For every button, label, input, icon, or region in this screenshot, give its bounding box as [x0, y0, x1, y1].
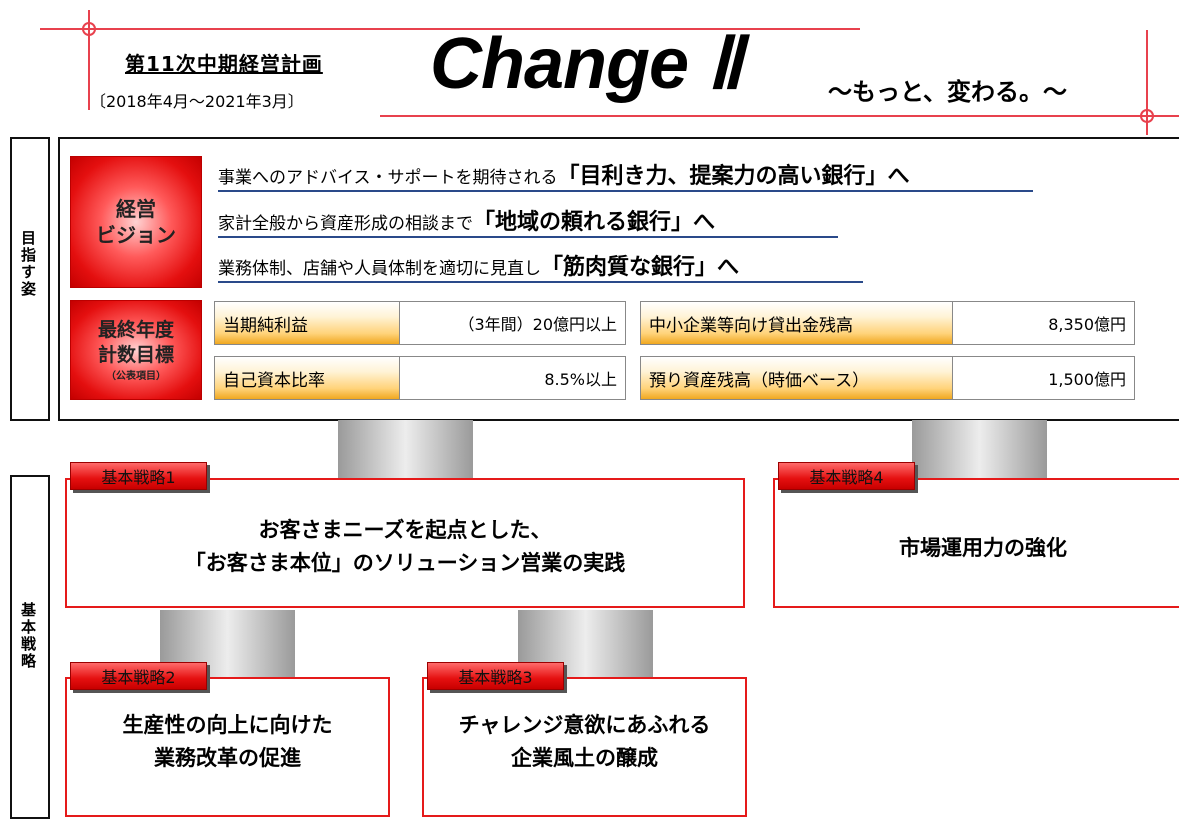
side-label-goal: 目指す姿: [19, 230, 37, 298]
side-label-strategy: 基本戦略: [19, 602, 37, 670]
strategy-1-line1: お客さまニーズを起点とした、: [258, 518, 552, 543]
kpi-value: （3年間）20億円以上: [458, 315, 617, 334]
strategy-4-line1: 市場運用力の強化: [899, 536, 1067, 560]
registration-mark-icon: [1140, 109, 1154, 123]
side-label-box-goal: [10, 137, 50, 421]
strategy-1-box: お客さまニーズを起点とした、 「お客さま本位」のソリューション営業の実践: [65, 478, 745, 608]
header-bottom-line: [380, 115, 1179, 117]
vision-item-emphasis: 「筋肉質な銀行」へ: [541, 255, 740, 280]
target-figures-badge: 最終年度 計数目標 （公表項目）: [70, 300, 202, 400]
vision-badge-line2: ビジョン: [96, 223, 176, 247]
plan-period: 〔2018年4月〜2021年3月〕: [90, 92, 304, 111]
registration-mark-icon: [82, 22, 96, 36]
vision-item: 業務体制、店舗や人員体制を適切に見直し「筋肉質な銀行」へ: [218, 249, 739, 281]
header-top-line: [40, 28, 860, 30]
tagline: 〜もっと、変わる。〜: [828, 78, 1068, 106]
vision-item-prefix: 事業へのアドバイス・サポートを期待される: [218, 168, 558, 188]
vision-badge-line1: 経営: [116, 197, 156, 221]
header-left-vertical-line: [88, 10, 90, 110]
header-right-vertical-line: [1146, 30, 1148, 135]
strategy-2-line2: 業務改革の促進: [154, 745, 301, 770]
kpi-label: 中小企業等向け貸出金残高: [641, 302, 953, 344]
strategy-2-line1: 生産性の向上に向けた: [122, 713, 333, 737]
kpi-row-capital-ratio: 自己資本比率 8.5%以上: [214, 356, 626, 400]
management-vision-badge: 経営 ビジョン: [70, 156, 202, 288]
vision-underline: [218, 190, 1033, 192]
kpi-label: 預り資産残高（時価ベース）: [641, 357, 953, 399]
vision-item-emphasis: 「目利き力、提案力の高い銀行」へ: [557, 164, 910, 189]
vision-item: 事業へのアドバイス・サポートを期待される「目利き力、提案力の高い銀行」へ: [218, 158, 910, 190]
strategy-4-tag: 基本戦略4: [778, 462, 915, 490]
vision-underline: [218, 236, 838, 238]
strategy-1-tag: 基本戦略1: [70, 462, 207, 490]
strategy-1-line2: 「お客さま本位」のソリューション営業の実践: [184, 551, 626, 575]
strategy-3-tag: 基本戦略3: [427, 662, 564, 690]
strategy-3-box: チャレンジ意欲にあふれる 企業風土の醸成: [422, 677, 747, 817]
vision-item-emphasis: 「地域の頼れる銀行」へ: [473, 210, 716, 235]
vision-underline: [218, 281, 863, 283]
target-badge-note: （公表項目）: [106, 371, 166, 383]
side-label-box-strategy: [10, 475, 50, 819]
target-badge-line2: 計数目標: [97, 343, 174, 366]
vision-item: 家計全般から資産形成の相談まで「地域の頼れる銀行」へ: [218, 204, 715, 236]
change-logo: Change Ⅱ: [430, 24, 742, 104]
kpi-row-assets-under-custody: 預り資産残高（時価ベース） 1,500億円: [640, 356, 1135, 400]
plan-title: 第11次中期経営計画: [125, 52, 323, 76]
vision-item-prefix: 業務体制、店舗や人員体制を適切に見直し: [218, 259, 541, 279]
kpi-value: 8,350億円: [1048, 315, 1126, 334]
kpi-label: 当期純利益: [215, 302, 400, 344]
kpi-value: 8.5%以上: [544, 370, 617, 389]
strategy-2-box: 生産性の向上に向けた 業務改革の促進: [65, 677, 390, 817]
target-badge-line1: 最終年度: [97, 318, 174, 341]
strategy-2-tag: 基本戦略2: [70, 662, 207, 690]
kpi-label: 自己資本比率: [215, 357, 400, 399]
kpi-value: 1,500億円: [1048, 370, 1126, 389]
kpi-row-sme-loans: 中小企業等向け貸出金残高 8,350億円: [640, 301, 1135, 345]
strategy-3-line2: 企業風土の醸成: [511, 745, 658, 770]
connector-pillar: [338, 420, 473, 478]
connector-pillar: [912, 420, 1047, 478]
strategy-3-line1: チャレンジ意欲にあふれる: [458, 713, 711, 737]
vision-item-prefix: 家計全般から資産形成の相談まで: [218, 214, 473, 234]
kpi-row-net-income: 当期純利益 （3年間）20億円以上: [214, 301, 626, 345]
strategy-4-box: 市場運用力の強化: [773, 478, 1179, 608]
